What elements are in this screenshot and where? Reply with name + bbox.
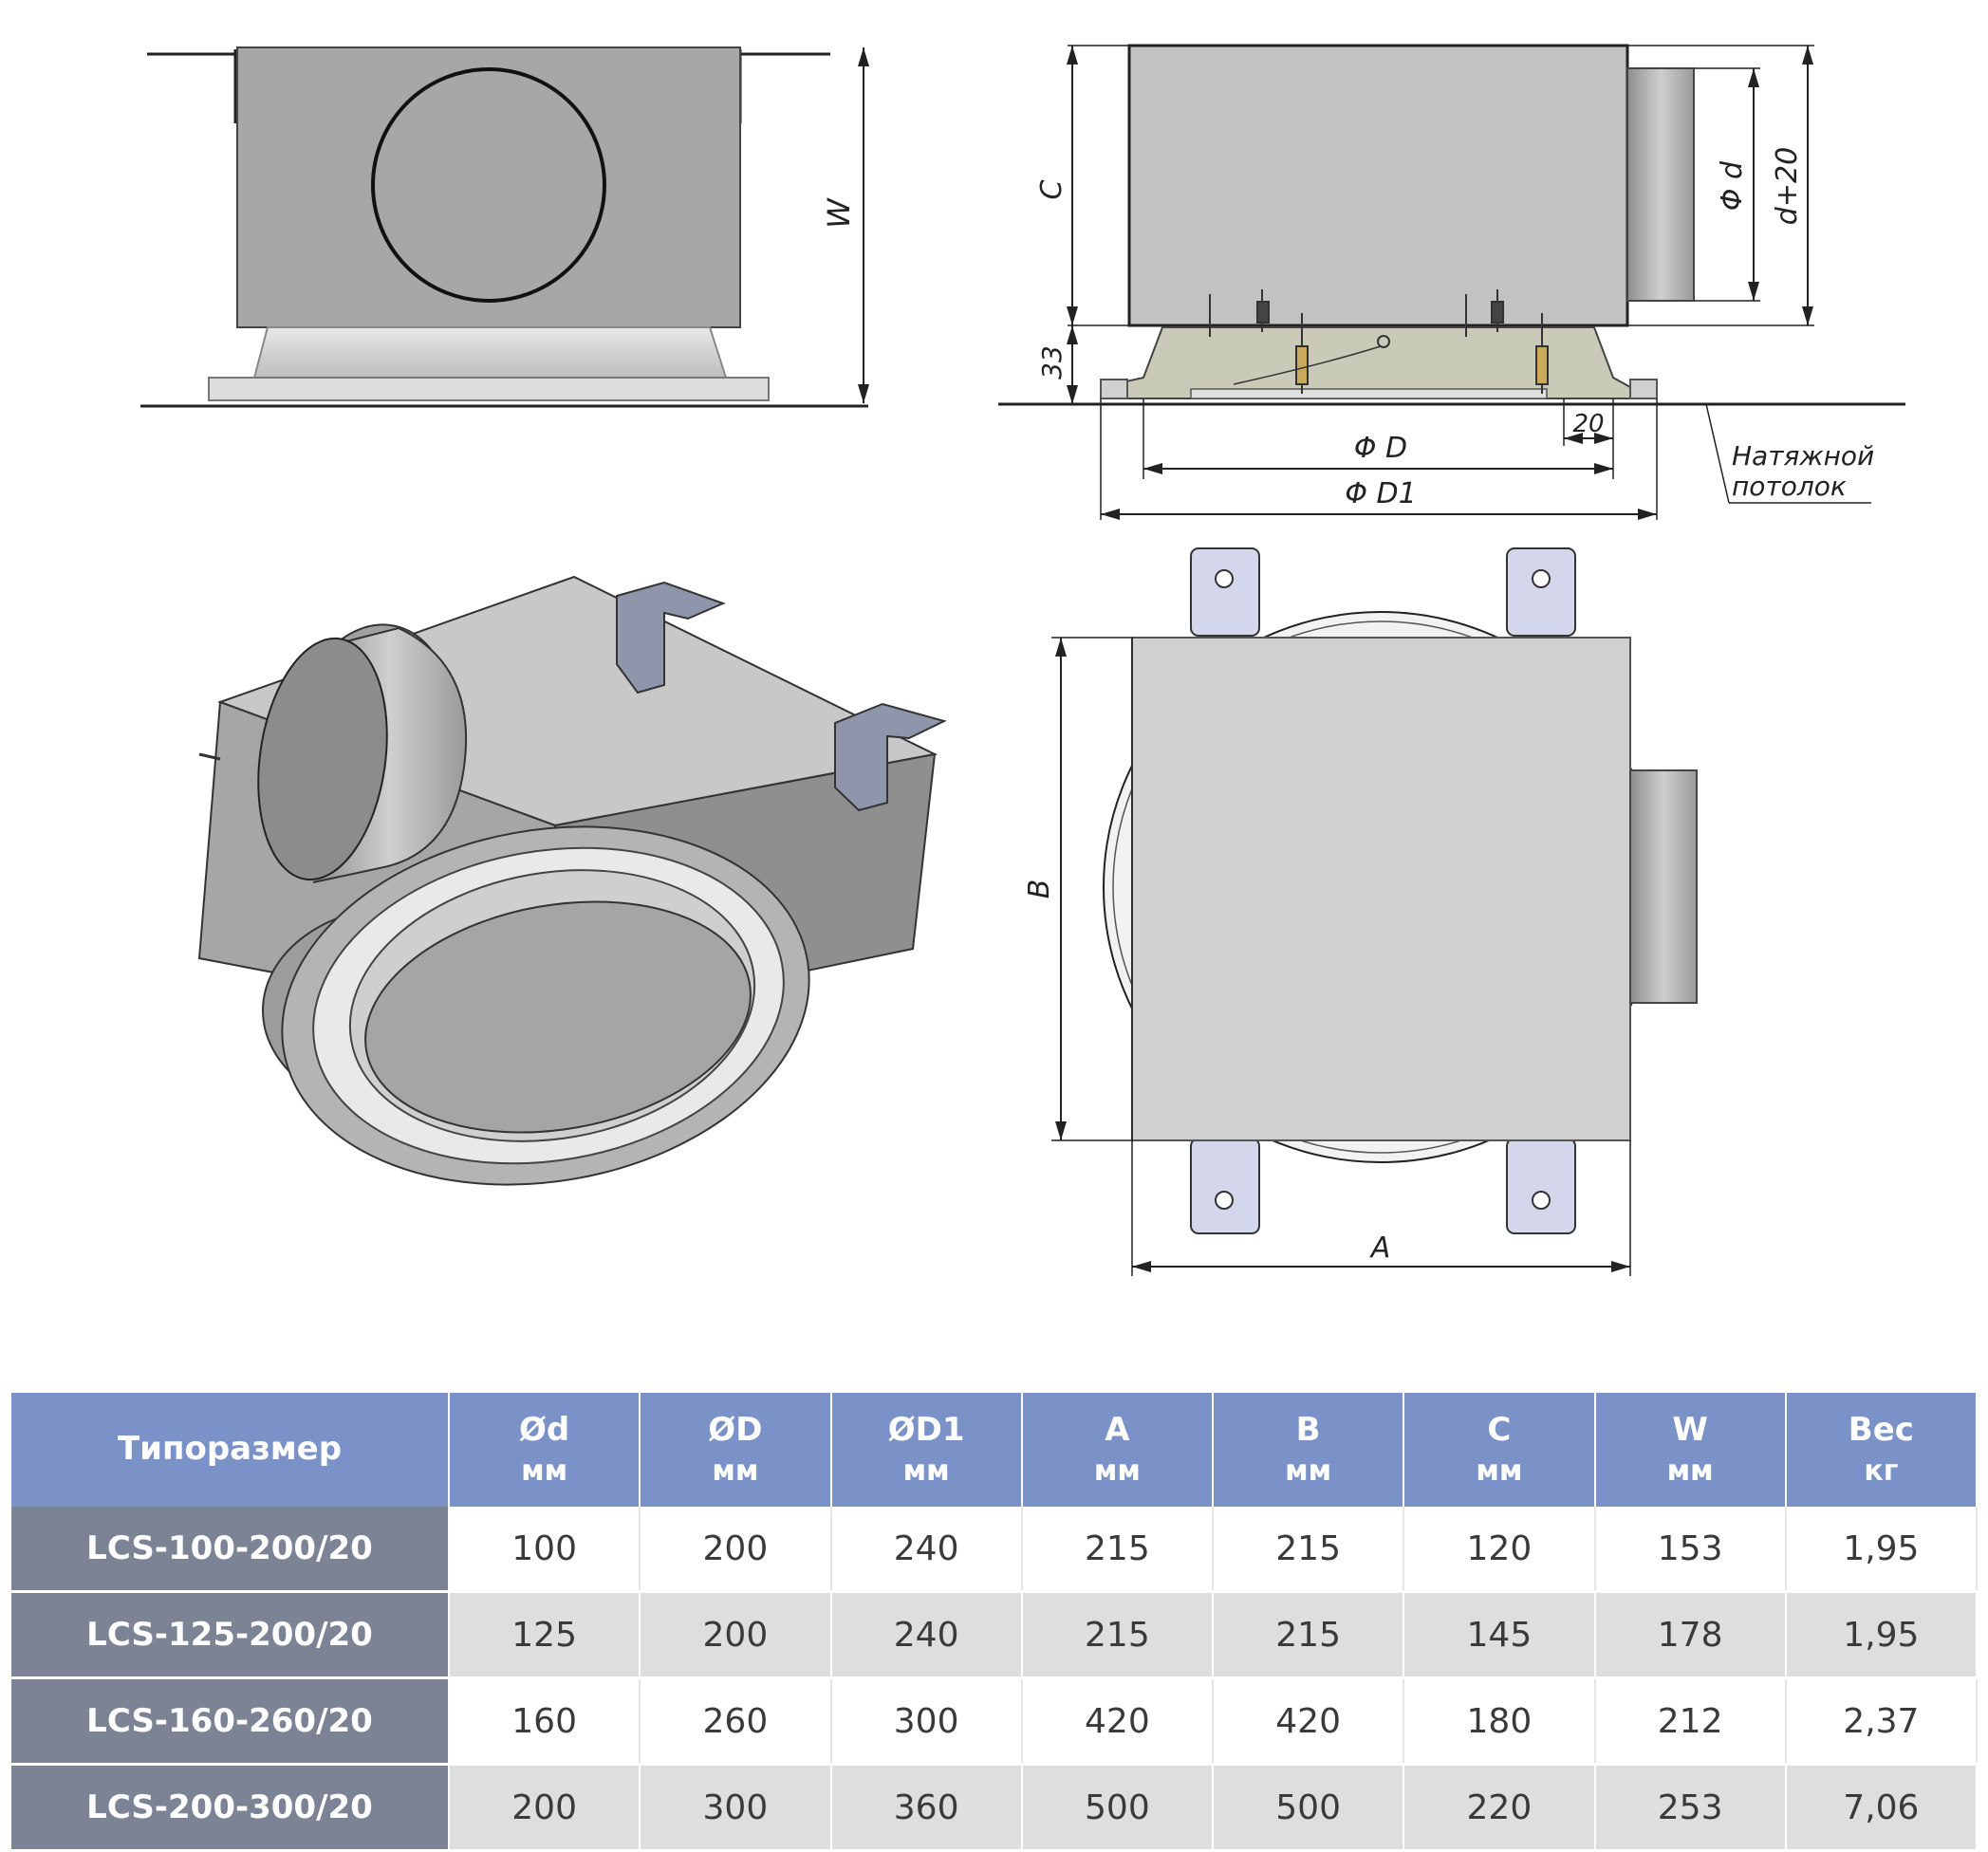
row-model: LCS-100-200/20 xyxy=(11,1507,450,1593)
cell-D1: 240 xyxy=(830,1591,1023,1679)
duct-spigot-plan xyxy=(1629,769,1698,1004)
cell-d: 100 xyxy=(449,1507,641,1593)
dim-phi-D1-label: Φ D1 xyxy=(1345,477,1416,510)
front-view: W xyxy=(140,46,869,408)
cell-a: 500 xyxy=(1021,1764,1215,1852)
bracket-plan-4 xyxy=(1506,1138,1576,1234)
row-model: LCS-160-260/20 xyxy=(11,1677,450,1766)
cell-d: 125 xyxy=(449,1591,641,1679)
table-row: LCS-200-300/20 200 300 360 500 500 220 2… xyxy=(11,1764,1979,1852)
header-model: Типоразмер xyxy=(11,1393,450,1507)
cell-b: 215 xyxy=(1213,1591,1405,1679)
duct-spigot-side xyxy=(1626,67,1695,302)
cell-c: 120 xyxy=(1403,1507,1596,1593)
cell-D: 200 xyxy=(640,1507,832,1593)
ceiling-note-line1: Натяжной xyxy=(1732,440,1874,472)
cell-w: 253 xyxy=(1594,1764,1787,1852)
cell-c: 145 xyxy=(1403,1591,1596,1679)
dim-b-label: B xyxy=(1023,880,1056,899)
ceiling-flange-front xyxy=(208,377,770,401)
cell-weight: 1,95 xyxy=(1785,1591,1979,1679)
bracket-plan-1 xyxy=(1190,547,1260,637)
dim-d20-label: d+20 xyxy=(1771,147,1804,225)
dim-phi-D-label: Φ D xyxy=(1354,432,1407,465)
cell-a: 215 xyxy=(1021,1591,1215,1679)
cell-a: 215 xyxy=(1021,1507,1215,1593)
diffuser-disk-iso xyxy=(364,900,752,1134)
bracket-plan-3 xyxy=(1190,1138,1260,1234)
dim-20-label: 20 xyxy=(1572,410,1604,438)
cell-a: 420 xyxy=(1021,1677,1215,1766)
side-section-view: C 33 Φ d d+20 Φ D Φ D1 20 Натяжной потол… xyxy=(998,44,1905,520)
cell-weight: 1,95 xyxy=(1785,1507,1979,1593)
cell-D1: 360 xyxy=(830,1764,1023,1852)
plan-view: A B xyxy=(1023,547,1698,1276)
table-row: LCS-100-200/20 100 200 240 215 215 120 1… xyxy=(11,1507,1979,1593)
row-model: LCS-200-300/20 xyxy=(11,1764,450,1852)
dim-33-label: 33 xyxy=(1036,345,1068,380)
cell-b: 215 xyxy=(1213,1507,1405,1593)
isometric-view xyxy=(197,575,947,1186)
dim-a-label: A xyxy=(1369,1232,1391,1265)
cell-c: 180 xyxy=(1403,1677,1596,1766)
plenum-box-plan xyxy=(1131,637,1631,1141)
cell-w: 212 xyxy=(1594,1677,1787,1766)
cell-D: 200 xyxy=(640,1591,832,1679)
table-row: LCS-160-260/20 160 260 300 420 420 180 2… xyxy=(11,1677,1979,1766)
cell-weight: 2,37 xyxy=(1785,1677,1979,1766)
dim-phi-d-label: Φ d xyxy=(1716,160,1749,211)
dim-w-label: W xyxy=(821,197,857,229)
cell-w: 178 xyxy=(1594,1591,1787,1679)
bracket-plan-2 xyxy=(1506,547,1576,637)
cell-b: 420 xyxy=(1213,1677,1405,1766)
cell-weight: 7,06 xyxy=(1785,1764,1979,1852)
row-model: LCS-125-200/20 xyxy=(11,1591,450,1679)
ceiling-note-line2: потолок xyxy=(1732,471,1847,502)
duct-opening xyxy=(371,67,606,303)
cell-b: 500 xyxy=(1213,1764,1405,1852)
plenum-box-side xyxy=(1127,44,1629,327)
bracket-iso-2 xyxy=(834,702,947,812)
technical-drawing: W C 33 Φ d xyxy=(140,44,1905,1276)
cell-D1: 240 xyxy=(830,1507,1023,1593)
dim-c-label: C xyxy=(1035,179,1068,199)
bracket-iso-1 xyxy=(616,581,726,694)
cell-D: 260 xyxy=(640,1677,832,1766)
cell-d: 200 xyxy=(449,1764,641,1852)
cell-d: 160 xyxy=(449,1677,641,1766)
table-row: LCS-125-200/20 125 200 240 215 215 145 1… xyxy=(11,1591,1979,1679)
cell-c: 220 xyxy=(1403,1764,1596,1852)
cell-D: 300 xyxy=(640,1764,832,1852)
cell-w: 153 xyxy=(1594,1507,1787,1593)
cell-D1: 300 xyxy=(830,1677,1023,1766)
duct-spigot-iso xyxy=(257,637,388,881)
